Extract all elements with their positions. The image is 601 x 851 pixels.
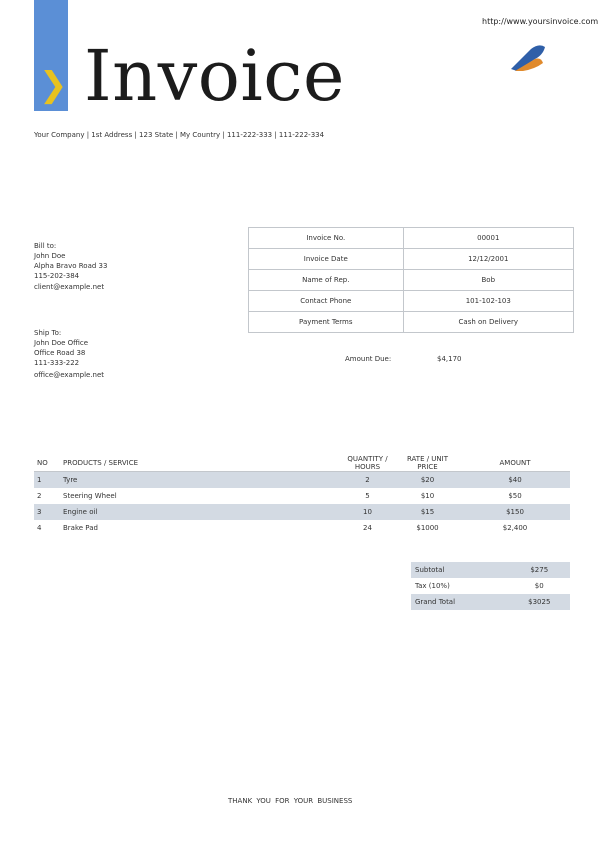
item-qty: 24	[363, 524, 372, 532]
header-product: PRODUCTS / SERVICE	[60, 455, 190, 472]
amount-due-label: Amount Due:	[345, 355, 392, 363]
table-row: 2 Steering Wheel 5 $10 $50	[34, 488, 570, 504]
ship-to-phone: 111-333-222	[34, 359, 80, 367]
bill-to-email: client@example.net	[34, 283, 105, 291]
item-product: Steering Wheel	[63, 492, 117, 500]
feather-pen-icon	[511, 45, 545, 71]
meta-value: Cash on Delivery	[402, 311, 575, 333]
accent-bar	[34, 0, 68, 111]
item-product: Engine oil	[60, 504, 190, 520]
item-rate: $1000	[416, 524, 439, 532]
meta-value: 00001	[402, 227, 575, 249]
totals-row: Subtotal $275	[411, 562, 570, 578]
tax-label: Tax (10%)	[415, 582, 450, 590]
table-row: 1 Tyre 2 $20 $40	[34, 471, 570, 488]
item-no: 3	[34, 504, 60, 520]
ship-to-address: Office Road 38	[34, 349, 86, 357]
meta-value: Bob	[402, 269, 575, 291]
subtotal-label: Subtotal	[411, 562, 509, 578]
item-no: 1	[34, 471, 60, 488]
subtotal-value: $275	[508, 562, 570, 578]
meta-label: Contact Phone	[248, 290, 404, 312]
table-row: 3 Engine oil 10 $15 $150	[34, 504, 570, 520]
invoice-title: Invoice	[84, 35, 345, 117]
header-no: NO	[34, 455, 60, 472]
item-qty: 5	[365, 492, 370, 500]
item-product: Tyre	[60, 471, 190, 488]
item-qty: 10	[340, 504, 395, 520]
item-rate: $15	[395, 504, 460, 520]
company-info-line: Your Company | 1st Address | 123 State |…	[34, 131, 325, 139]
website-url[interactable]: http://www.yoursinvoice.com	[482, 17, 599, 26]
totals-row: Tax (10%) $0	[411, 578, 570, 594]
item-amount: $2,400	[502, 524, 528, 532]
invoice-details-table: Invoice No. 00001 Invoice Date 12/12/200…	[248, 227, 575, 333]
header-quantity: QUANTITY / HOURS	[340, 455, 395, 472]
tax-value: $0	[534, 582, 544, 590]
item-amount: $150	[460, 504, 570, 520]
item-no: 2	[37, 492, 42, 500]
grand-total-label: Grand Total	[411, 594, 509, 610]
bill-to-heading: Bill to:	[34, 242, 57, 250]
items-header-row: NO PRODUCTS / SERVICE QUANTITY / HOURS R…	[34, 455, 570, 472]
header-rate: RATE / UNIT PRICE	[395, 455, 460, 472]
totals-table: Subtotal $275 Tax (10%) $0 Grand Total $…	[411, 562, 570, 610]
item-amount: $40	[460, 471, 570, 488]
thank-you-message: THANK YOU FOR YOUR BUSINESS	[228, 797, 353, 805]
ship-to-email: office@example.net	[34, 371, 105, 379]
meta-label: Invoice No.	[248, 227, 404, 249]
bill-to-phone: 115-202-384	[34, 272, 80, 280]
totals-row: Grand Total $3025	[411, 594, 570, 610]
meta-label: Invoice Date	[248, 248, 404, 270]
meta-value: 12/12/2001	[402, 248, 575, 270]
item-rate: $20	[395, 471, 460, 488]
bill-to-name: John Doe	[34, 252, 66, 260]
line-items-table: NO PRODUCTS / SERVICE QUANTITY / HOURS R…	[34, 455, 570, 536]
ship-to-heading: Ship To:	[34, 329, 62, 337]
bill-to-address: Alpha Bravo Road 33	[34, 262, 108, 270]
item-qty: 2	[340, 471, 395, 488]
meta-label: Payment Terms	[248, 311, 404, 333]
item-no: 4	[37, 524, 42, 532]
meta-label: Name of Rep.	[248, 269, 404, 291]
header-amount: AMOUNT	[460, 455, 570, 472]
meta-row: Invoice No. 00001	[248, 227, 575, 249]
meta-row: Name of Rep. Bob	[248, 269, 575, 291]
item-amount: $50	[508, 492, 522, 500]
meta-row: Invoice Date 12/12/2001	[248, 248, 575, 270]
table-row: 4 Brake Pad 24 $1000 $2,400	[34, 520, 570, 536]
meta-row: Payment Terms Cash on Delivery	[248, 311, 575, 333]
chevron-icon: ❯	[39, 65, 68, 105]
amount-due-value: $4,170	[437, 355, 462, 363]
meta-value: 101-102-103	[402, 290, 575, 312]
item-product: Brake Pad	[63, 524, 98, 532]
item-rate: $10	[420, 492, 435, 500]
meta-row: Contact Phone 101-102-103	[248, 290, 575, 312]
ship-to-name: John Doe Office	[34, 339, 89, 347]
grand-total-value: $3025	[508, 594, 570, 610]
